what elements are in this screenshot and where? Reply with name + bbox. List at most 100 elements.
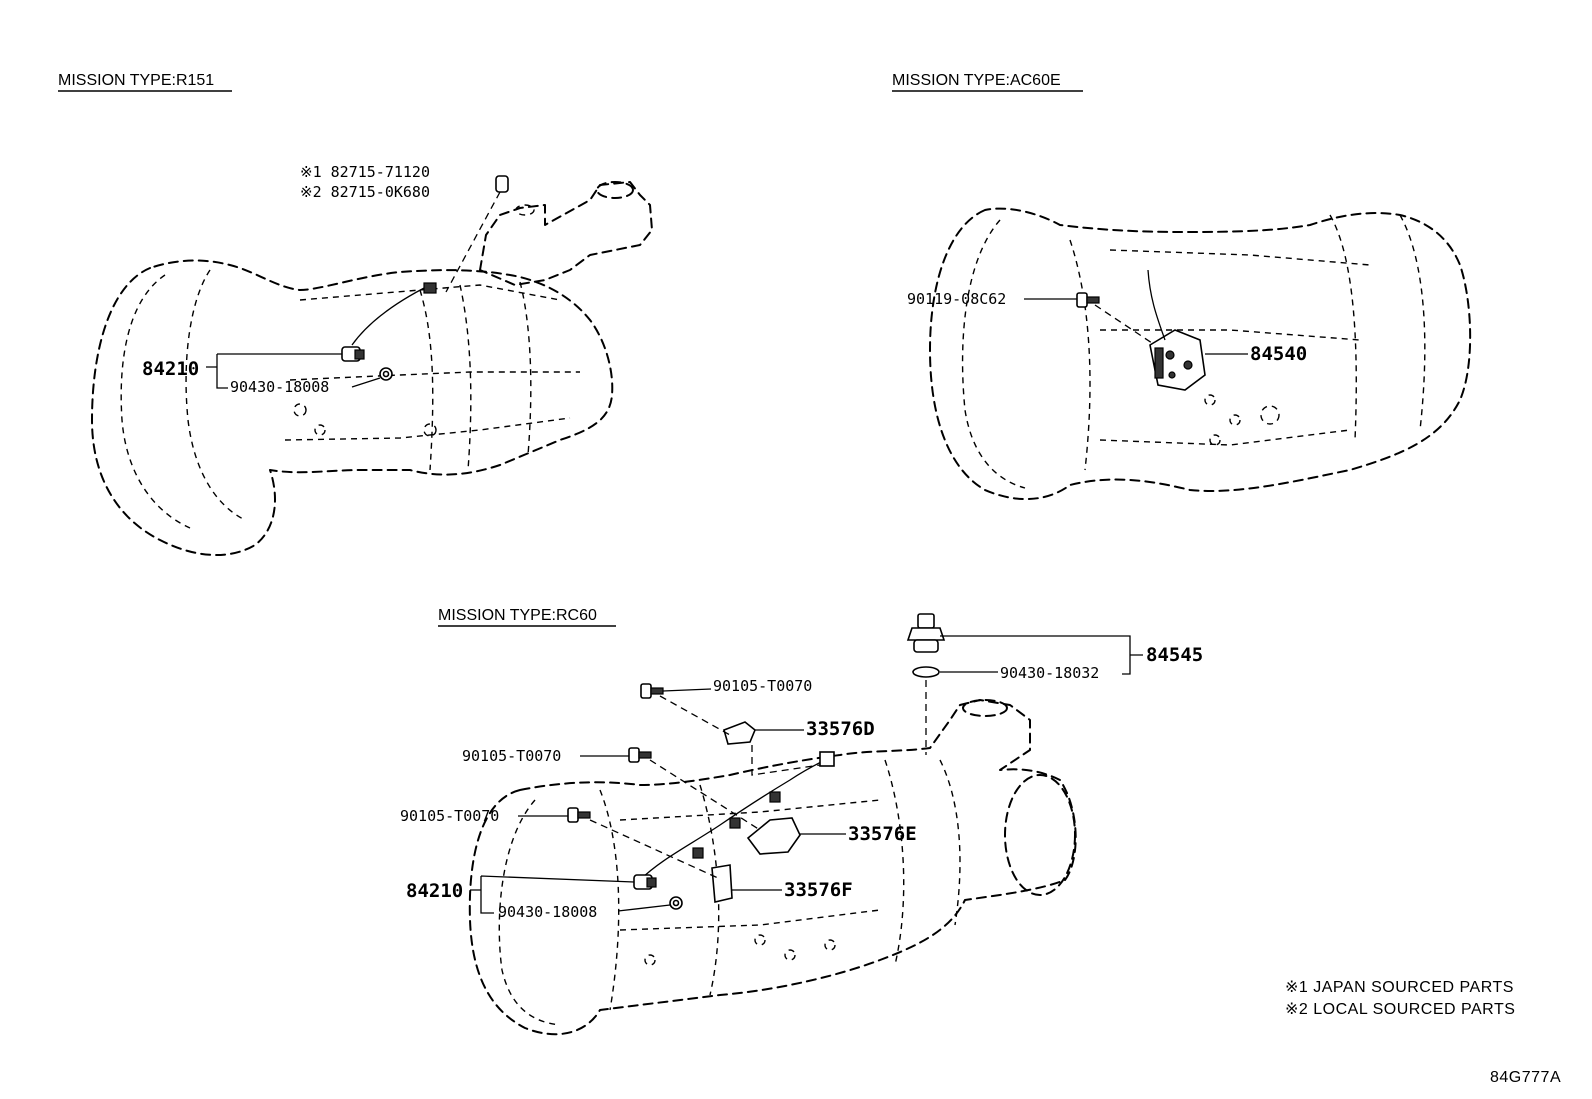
bolt-90105-T0070-top xyxy=(640,683,664,699)
bolt-90105-T0070-mid xyxy=(628,747,652,763)
rc60-transfer-output xyxy=(1004,774,1076,896)
case-bolt xyxy=(423,423,437,437)
case-flange xyxy=(459,284,472,471)
harness-connector xyxy=(819,751,835,767)
callout-84210-rc60: 84210 xyxy=(406,880,463,902)
section-r151: MISSION TYPE:R151 xyxy=(58,72,232,92)
case-bolt xyxy=(1229,414,1241,426)
callout-84540: 84540 xyxy=(1250,343,1307,365)
bolt-leader xyxy=(649,759,761,831)
section-title-ac60e: MISSION TYPE:AC60E xyxy=(892,72,1061,89)
shifter-tower-outline xyxy=(479,181,653,286)
callout-90430-18032: 90430-18032 xyxy=(1000,664,1099,682)
bell-housing-inner xyxy=(120,274,191,529)
rc60-case-line xyxy=(619,799,881,821)
bolt-leader xyxy=(659,695,731,736)
harness-clamp xyxy=(729,817,741,829)
connector-clip xyxy=(495,175,509,193)
switch-84545 xyxy=(906,613,946,653)
rc60-flange-rear xyxy=(939,759,961,926)
wire-connector xyxy=(423,282,437,294)
ac60e-bell-inner xyxy=(961,219,1026,489)
transmission-ac60e: 90119-08C62 84540 xyxy=(907,207,1472,501)
case-bolt xyxy=(1209,434,1221,446)
rc60-flange xyxy=(699,784,720,996)
bracket-33576D xyxy=(723,721,756,745)
transmission-rc60: 90105-T0070 33576D 90105-T0070 90105-T00… xyxy=(400,613,1203,1036)
bell-housing-outline xyxy=(91,259,614,557)
bracket-33576F xyxy=(711,864,733,903)
callout-90105-T0070-top: 90105-T0070 xyxy=(713,677,812,695)
bracket-33576E xyxy=(746,817,801,855)
case-bolt xyxy=(293,403,307,417)
neutral-switch-84540 xyxy=(1149,329,1206,391)
callout-84545: 84545 xyxy=(1146,644,1203,666)
callout-bracket xyxy=(940,635,1143,675)
case-line xyxy=(284,417,571,441)
notes: ※1 JAPAN SOURCED PARTS ※2 LOCAL SOURCED … xyxy=(1285,979,1515,1018)
case-bolt xyxy=(824,939,836,951)
rc60-sensor-wire xyxy=(639,759,826,881)
callout-33576E: 33576E xyxy=(848,823,917,845)
switch-wire xyxy=(1147,269,1166,341)
note-japan-sourced: ※1 JAPAN SOURCED PARTS xyxy=(1285,979,1514,996)
callout-90105-T0070-mid: 90105-T0070 xyxy=(462,747,561,765)
speed-sensor-84210-rc60 xyxy=(633,874,657,890)
rc60-bell-inner xyxy=(498,799,561,1026)
rc60-shifter-opening xyxy=(962,699,1008,717)
ac60e-flange-rear xyxy=(1329,214,1357,441)
ac60e-housing-outline xyxy=(929,207,1472,501)
harness-clamp xyxy=(769,791,781,803)
bolt-90119-08C62 xyxy=(1076,292,1100,308)
case-bolt xyxy=(754,934,766,946)
note-local-sourced: ※2 LOCAL SOURCED PARTS xyxy=(1285,1001,1515,1018)
case-bolt xyxy=(1204,394,1216,406)
case-bolt xyxy=(314,424,326,436)
gasket-90430-18032 xyxy=(912,666,940,678)
callout-bracket xyxy=(470,875,635,914)
ac60e-case-line xyxy=(1109,249,1371,266)
callout-90430-18008: 90430-18008 xyxy=(230,378,329,396)
bracket-leader xyxy=(751,745,821,776)
ac60e-plug xyxy=(1260,405,1280,425)
case-bolt xyxy=(784,949,796,961)
callout-82715-71120: ※1 82715-71120 xyxy=(300,163,430,181)
callout-82715-0K680: ※2 82715-0K680 xyxy=(300,183,430,201)
callout-leader xyxy=(617,904,671,912)
case-bolt xyxy=(644,954,656,966)
case-line xyxy=(289,371,580,381)
shifter-boss xyxy=(515,204,535,216)
section-rc60: MISSION TYPE:RC60 xyxy=(438,607,616,627)
callout-90105-T0070-low: 90105-T0070 xyxy=(400,807,499,825)
ac60e-rear-rib xyxy=(1399,214,1426,431)
o-ring-hole xyxy=(672,899,680,907)
callout-84210: 84210 xyxy=(142,358,199,380)
bolt-leader xyxy=(1094,304,1156,346)
bell-housing-rib xyxy=(185,269,246,521)
harness-clamp xyxy=(692,847,704,859)
sensor-wire xyxy=(351,284,431,346)
rc60-flange xyxy=(599,789,620,1011)
ac60e-case-line xyxy=(1099,429,1351,446)
callout-90430-18008-rc60: 90430-18008 xyxy=(498,903,597,921)
rc60-flange-rear xyxy=(884,759,905,966)
callout-leader xyxy=(351,377,381,388)
callout-90119-08C62: 90119-08C62 xyxy=(907,290,1006,308)
section-ac60e: MISSION TYPE:AC60E xyxy=(892,72,1083,92)
callout-bracket xyxy=(206,353,342,389)
rc60-housing-outline xyxy=(468,699,1077,1036)
callout-33576D: 33576D xyxy=(806,718,875,740)
rc60-case-line xyxy=(619,909,881,931)
case-flange xyxy=(419,289,434,471)
o-ring-hole xyxy=(382,370,390,378)
shifter-opening xyxy=(596,181,634,199)
case-flange xyxy=(519,281,532,456)
callout-33576F: 33576F xyxy=(784,879,853,901)
section-title-r151: MISSION TYPE:R151 xyxy=(58,72,214,89)
callout-leader xyxy=(662,688,712,692)
speed-sensor-84210 xyxy=(341,346,365,362)
bolt-90105-T0070-low xyxy=(567,807,591,823)
figure-code: 84G777A xyxy=(1490,1069,1561,1086)
case-line xyxy=(299,284,561,301)
